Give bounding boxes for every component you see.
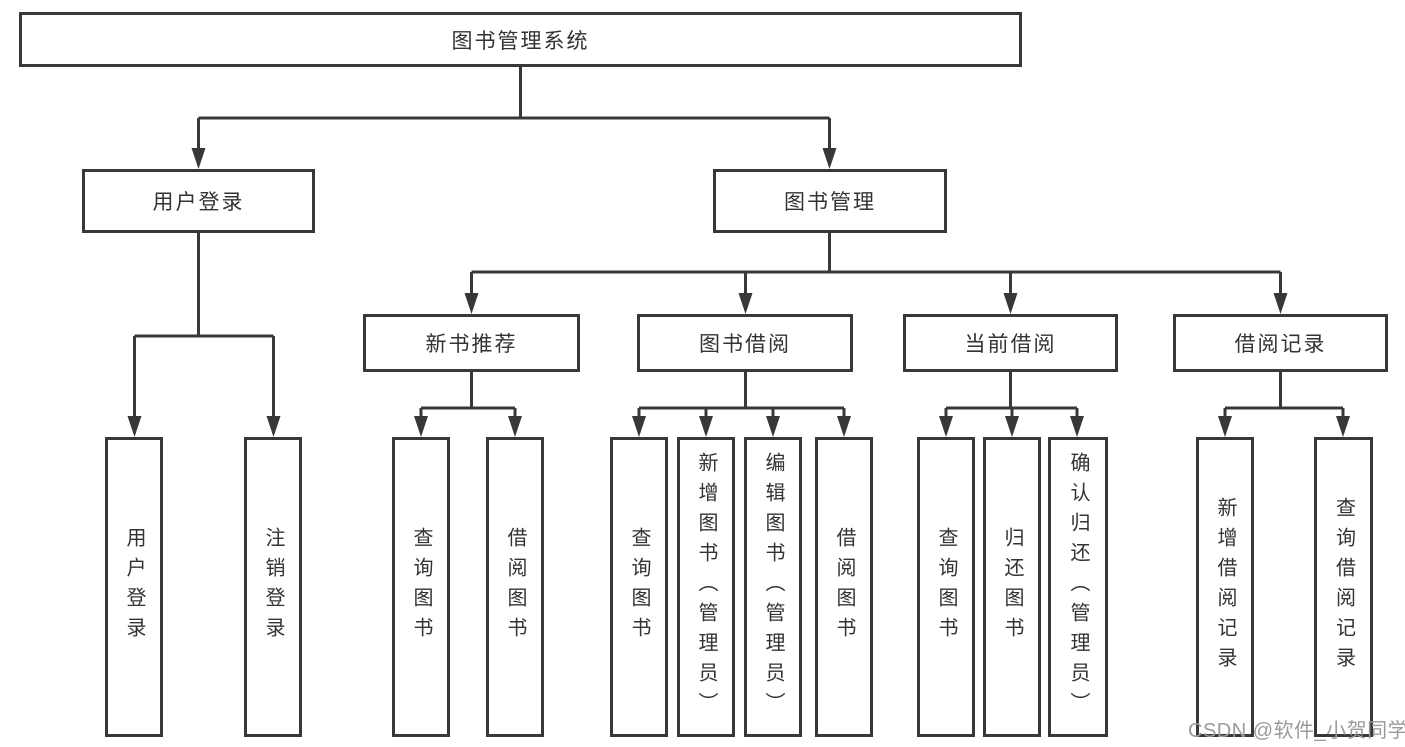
node-user-login-label: 用户登录	[152, 191, 245, 214]
leaf-add-borrow-record-label: 新增借阅记录	[1214, 497, 1236, 677]
node-book-borrowing-label: 图书借阅	[699, 333, 791, 356]
leaf-query-borrow-record-label: 查询借阅记录	[1332, 497, 1355, 677]
leaf-add-books-admin-label: 新增图书（管理员）	[695, 452, 717, 722]
leaf-query-borrow-record: 查询借阅记录	[1314, 437, 1373, 737]
node-borrowing-records-label: 借阅记录	[1234, 333, 1327, 356]
leaf-logout: 注销登录	[244, 437, 302, 737]
leaf-borrow-books-1-label: 借阅图书	[504, 527, 526, 647]
leaf-confirm-return-admin-label: 确认归还（管理员）	[1067, 452, 1089, 722]
leaf-query-books-2: 查询图书	[610, 437, 668, 737]
node-root-label: 图书管理系统	[451, 29, 590, 53]
leaf-confirm-return-admin: 确认归还（管理员）	[1048, 437, 1108, 737]
leaf-borrow-books-2: 借阅图书	[815, 437, 873, 737]
node-new-book-recommend: 新书推荐	[363, 314, 580, 372]
leaf-query-books-1-label: 查询图书	[410, 527, 432, 647]
leaf-query-books-3-label: 查询图书	[935, 527, 957, 647]
node-book-management: 图书管理	[713, 169, 947, 233]
node-book-borrowing: 图书借阅	[637, 314, 853, 372]
csdn-watermark: CSDN @软件_小贺同学	[1188, 720, 1405, 742]
arrowheads	[127, 148, 1350, 437]
leaf-query-books-1: 查询图书	[392, 437, 450, 737]
node-current-borrowing: 当前借阅	[903, 314, 1118, 372]
leaf-user-login-label: 用户登录	[123, 527, 145, 647]
leaf-query-books-2-label: 查询图书	[628, 527, 650, 647]
leaf-logout-label: 注销登录	[262, 527, 284, 647]
leaf-user-login: 用户登录	[105, 437, 163, 737]
node-root-title: 图书管理系统	[19, 12, 1022, 67]
leaf-borrow-books-1: 借阅图书	[486, 437, 544, 737]
leaf-add-borrow-record: 新增借阅记录	[1196, 437, 1254, 737]
node-book-management-label: 图书管理	[784, 191, 876, 214]
leaf-borrow-books-2-label: 借阅图书	[833, 527, 855, 647]
leaf-edit-books-admin: 编辑图书（管理员）	[744, 437, 802, 737]
node-user-login: 用户登录	[82, 169, 315, 233]
leaf-query-books-3: 查询图书	[917, 437, 975, 737]
leaf-add-books-admin: 新增图书（管理员）	[677, 437, 735, 737]
leaf-return-books: 归还图书	[983, 437, 1041, 737]
node-new-book-recommend-label: 新书推荐	[425, 333, 518, 356]
node-borrowing-records: 借阅记录	[1173, 314, 1388, 372]
leaf-return-books-label: 归还图书	[1001, 527, 1023, 647]
node-current-borrowing-label: 当前借阅	[964, 333, 1057, 356]
leaf-edit-books-admin-label: 编辑图书（管理员）	[762, 452, 784, 722]
